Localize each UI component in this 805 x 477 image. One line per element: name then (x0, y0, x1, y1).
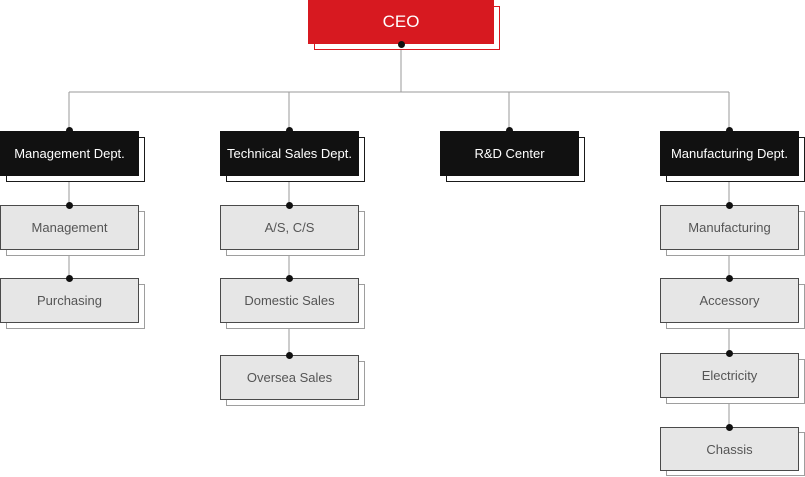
sub-unit-label: Domestic Sales (244, 293, 335, 308)
sub-unit-as-cs: A/S, C/S (220, 205, 359, 250)
connector-dot (285, 274, 293, 282)
dept-management-box: Management Dept. (0, 131, 139, 176)
sub-unit-label: Manufacturing (688, 220, 771, 235)
sub-unit-label: Management (31, 220, 108, 235)
sub-unit-label: Purchasing (36, 293, 103, 308)
sub-unit-domestic-sales: Domestic Sales (220, 278, 359, 323)
dept-label: Management Dept. (14, 146, 125, 161)
connector-dot (725, 201, 733, 209)
connector-dot (725, 423, 733, 431)
connector-dot (505, 126, 513, 134)
sub-unit-label: A/S, C/S (264, 220, 315, 235)
dept-manufacturing-box: Manufacturing Dept. (660, 131, 799, 176)
dept-label: R&D Center (474, 146, 545, 161)
sub-unit-purchasing: Purchasing (0, 278, 139, 323)
connector-dot (725, 349, 733, 357)
sub-unit-electricity: Electricity (660, 353, 799, 398)
sub-unit-chassis: Chassis (660, 427, 799, 471)
connector-dot (397, 40, 405, 48)
sub-unit-accessory: Accessory (660, 278, 799, 323)
dept-label: Technical Sales Dept. (226, 146, 352, 161)
connector-dot (285, 126, 293, 134)
ceo-box: CEO (308, 0, 494, 44)
ceo-label: CEO (382, 12, 420, 31)
connector-dot (725, 274, 733, 282)
sub-unit-label: Oversea Sales (246, 370, 333, 385)
sub-unit-label: Chassis (706, 441, 753, 457)
connector-dot (285, 351, 293, 359)
connector-dot (65, 201, 73, 209)
sub-unit-management: Management (0, 205, 139, 250)
connector-dot (725, 126, 733, 134)
connector-dot (285, 201, 293, 209)
sub-unit-label: Accessory (699, 293, 760, 308)
dept-label: Manufacturing Dept. (670, 146, 789, 161)
dept-technical-sales-box: Technical Sales Dept. (220, 131, 359, 176)
sub-unit-label: Electricity (701, 368, 758, 383)
connector-dot (65, 126, 73, 134)
connector-dot (65, 274, 73, 282)
sub-unit-manufacturing: Manufacturing (660, 205, 799, 250)
sub-unit-oversea-sales: Oversea Sales (220, 355, 359, 400)
dept-rnd-center-box: R&D Center (440, 131, 579, 176)
